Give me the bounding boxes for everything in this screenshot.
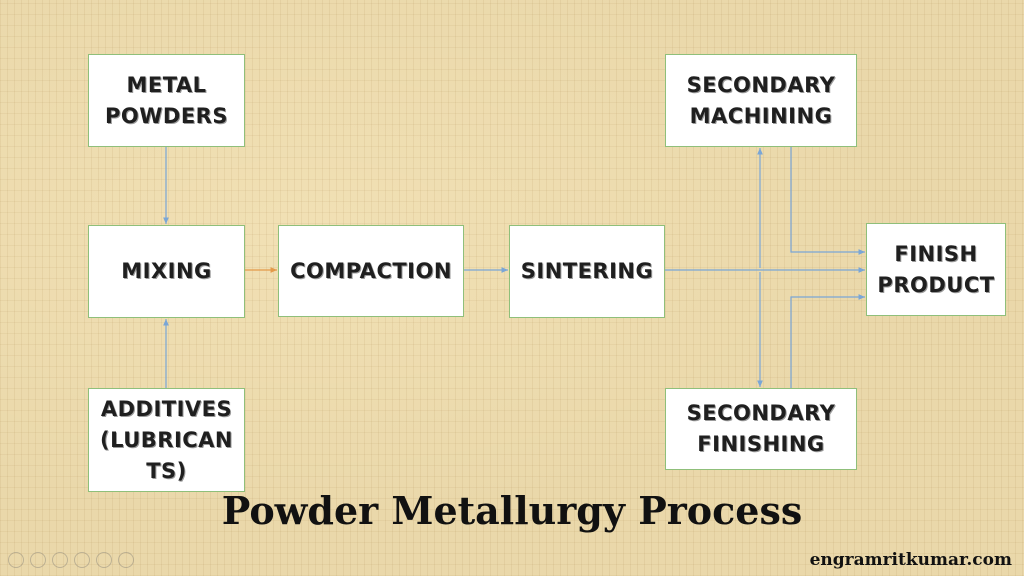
node-mixing: MIXING <box>88 225 245 318</box>
next-icon[interactable] <box>30 552 46 568</box>
website-label: engramritkumar.com <box>809 550 1012 570</box>
diagram-title: Powder Metallurgy Process <box>221 488 803 533</box>
zoom-icon[interactable] <box>96 552 112 568</box>
arrow-secondary-finishing-to-finish-product <box>790 294 865 388</box>
previous-icon[interactable] <box>8 552 24 568</box>
slideshow-controls <box>8 552 134 568</box>
node-compaction: COMPACTION <box>278 225 464 317</box>
pen-icon[interactable] <box>52 552 68 568</box>
more-icon[interactable] <box>118 552 134 568</box>
node-mixing-label: MIXING <box>121 259 212 283</box>
node-compaction-label: COMPACTION <box>290 258 452 283</box>
arrow-secondary-machining-to-finish-product <box>790 147 865 255</box>
node-sintering: SINTERING <box>509 225 665 318</box>
slides-icon[interactable] <box>74 552 90 568</box>
node-sintering-label: SINTERING <box>520 259 654 283</box>
